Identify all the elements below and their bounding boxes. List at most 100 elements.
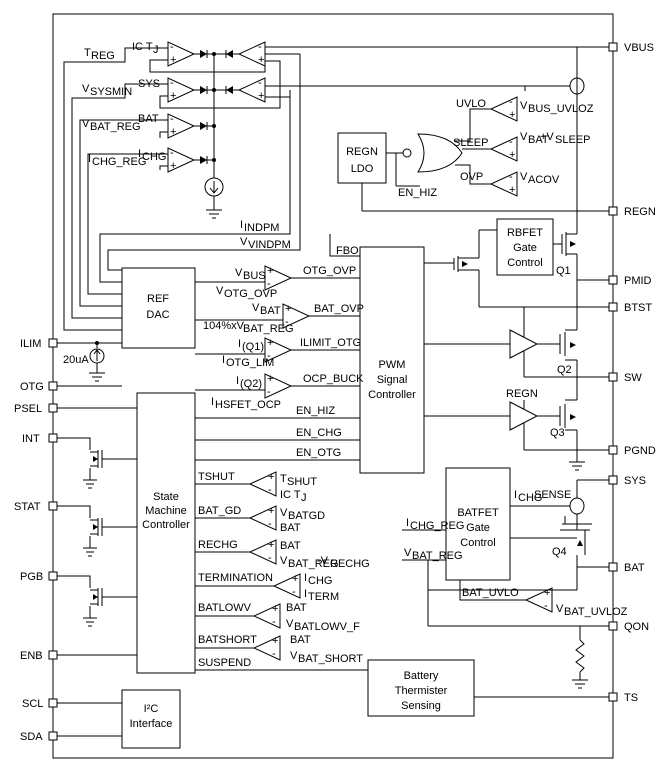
pin-ts-label: TS bbox=[624, 692, 638, 704]
svg-text:+: + bbox=[258, 54, 264, 66]
svg-text:DAC: DAC bbox=[146, 309, 169, 321]
svg-text:LDO: LDO bbox=[351, 163, 374, 175]
svg-text:-: - bbox=[267, 350, 271, 362]
svg-text:INDPM: INDPM bbox=[244, 222, 279, 234]
svg-text:I: I bbox=[236, 375, 239, 387]
svg-text:V: V bbox=[280, 555, 288, 567]
pwm-signal-controller bbox=[359, 246, 425, 474]
svg-text:BAT_REG: BAT_REG bbox=[412, 550, 463, 562]
svg-text:V: V bbox=[235, 267, 243, 279]
svg-text:J: J bbox=[153, 44, 159, 56]
ref-dac-block: REF DAC 20uA bbox=[57, 267, 196, 382]
pin-scl-label: SCL bbox=[22, 698, 43, 710]
svg-text:(Q1): (Q1) bbox=[242, 341, 264, 353]
svg-text:I: I bbox=[88, 153, 91, 165]
svg-text:FBO: FBO bbox=[336, 245, 359, 257]
svg-text:+: + bbox=[170, 160, 176, 172]
top-regulation-loops: - + - + - + - + - + - + bbox=[63, 41, 301, 331]
svg-text:+: + bbox=[170, 90, 176, 102]
svg-text:EN_HIZ: EN_HIZ bbox=[398, 187, 437, 199]
left-pins: ILIM OTG PSEL INT STAT PGB ENB SCL SDA bbox=[14, 338, 58, 743]
svg-text:+: + bbox=[272, 635, 278, 647]
pin-enb-box bbox=[48, 650, 58, 660]
svg-text:-: - bbox=[272, 648, 276, 660]
svg-text:Control: Control bbox=[507, 257, 542, 269]
pin-regn-box bbox=[608, 206, 618, 216]
svg-text:V: V bbox=[520, 131, 528, 143]
pin-otg-box bbox=[48, 381, 58, 391]
svg-text:+: + bbox=[268, 505, 274, 517]
svg-text:BAT_UVLO: BAT_UVLO bbox=[462, 587, 519, 599]
svg-text:Q4: Q4 bbox=[552, 546, 567, 558]
svg-text:-: - bbox=[258, 41, 262, 53]
svg-text:State: State bbox=[153, 491, 179, 503]
svg-text:BAT: BAT bbox=[280, 540, 301, 552]
svg-text:BAT: BAT bbox=[138, 113, 159, 125]
svg-text:RECHG: RECHG bbox=[198, 539, 238, 551]
svg-text:I: I bbox=[238, 338, 241, 350]
svg-text:EN_HIZ: EN_HIZ bbox=[296, 405, 335, 417]
svg-text:Gate: Gate bbox=[513, 242, 537, 254]
pin-stat-box bbox=[48, 501, 58, 511]
svg-text:-: - bbox=[170, 41, 174, 53]
svg-text:CHG: CHG bbox=[308, 575, 332, 587]
svg-text:VINDPM: VINDPM bbox=[248, 239, 291, 251]
svg-text:I: I bbox=[514, 489, 517, 501]
svg-text:V: V bbox=[520, 100, 528, 112]
svg-text:-: - bbox=[285, 316, 289, 328]
svg-text:OTG_LIM: OTG_LIM bbox=[226, 357, 274, 369]
svg-text:BAT_GD: BAT_GD bbox=[198, 505, 241, 517]
state-machine-block: State Machine Controller bbox=[57, 385, 196, 737]
svg-text:CHG_REG: CHG_REG bbox=[410, 520, 464, 532]
i2c-interface bbox=[121, 689, 181, 749]
pin-sw-label: SW bbox=[624, 372, 642, 384]
svg-text:+: + bbox=[170, 54, 176, 66]
svg-text:Q2: Q2 bbox=[557, 364, 572, 376]
svg-text:TERMINATION: TERMINATION bbox=[198, 572, 273, 584]
pin-pgnd-box bbox=[608, 445, 618, 455]
svg-text:IC T: IC T bbox=[132, 41, 153, 53]
svg-text:BAT: BAT bbox=[286, 602, 307, 614]
svg-text:+: + bbox=[267, 265, 273, 277]
svg-text:J: J bbox=[301, 492, 307, 504]
svg-text:RBFET: RBFET bbox=[507, 227, 543, 239]
svg-text:+: + bbox=[509, 184, 515, 196]
svg-text:-: - bbox=[272, 616, 276, 628]
svg-text:I: I bbox=[240, 219, 243, 231]
pwm-block: PWM Signal Controller FBO + - OTG_OVP V … bbox=[195, 234, 425, 474]
svg-text:OTG_OVP: OTG_OVP bbox=[224, 288, 277, 300]
svg-text:SHUT: SHUT bbox=[287, 476, 317, 488]
svg-text:-: - bbox=[170, 113, 174, 125]
svg-text:Q3: Q3 bbox=[550, 427, 565, 439]
thermistor-block: Battery Thermister Sensing bbox=[367, 659, 475, 717]
svg-text:-: - bbox=[292, 586, 296, 598]
rbfet-gate-control bbox=[496, 218, 554, 276]
svg-text:+: + bbox=[272, 603, 278, 615]
pin-pmid-box bbox=[608, 275, 618, 285]
svg-text:ILIMIT_OTG: ILIMIT_OTG bbox=[300, 337, 361, 349]
svg-text:-: - bbox=[267, 386, 271, 398]
svg-text:I²C: I²C bbox=[144, 703, 159, 715]
svg-text:-: - bbox=[267, 278, 271, 290]
pin-qon-label: QON bbox=[624, 621, 649, 633]
svg-text:-: - bbox=[509, 136, 513, 148]
pin-sda-label: SDA bbox=[20, 731, 43, 743]
svg-text:REF: REF bbox=[147, 293, 169, 305]
pin-pgb-box bbox=[48, 571, 58, 581]
pin-ilim-box bbox=[48, 338, 58, 348]
svg-text:CHG_REG: CHG_REG bbox=[92, 156, 146, 168]
svg-text:Battery: Battery bbox=[404, 670, 439, 682]
pin-qon-box bbox=[608, 621, 618, 631]
power-stage: Q2 REGN Q3 bbox=[424, 229, 577, 451]
svg-text:BUS_UVLOZ: BUS_UVLOZ bbox=[528, 103, 594, 115]
svg-text:+: + bbox=[258, 90, 264, 102]
pin-bat-box bbox=[608, 562, 618, 572]
svg-text:-: - bbox=[258, 77, 262, 89]
svg-text:Interface: Interface bbox=[130, 718, 173, 730]
svg-text:EN_CHG: EN_CHG bbox=[296, 427, 342, 439]
svg-text:V: V bbox=[404, 547, 412, 559]
svg-text:T: T bbox=[280, 473, 287, 485]
svg-text:BAT: BAT bbox=[260, 305, 281, 317]
pin-otg-label: OTG bbox=[20, 381, 44, 393]
